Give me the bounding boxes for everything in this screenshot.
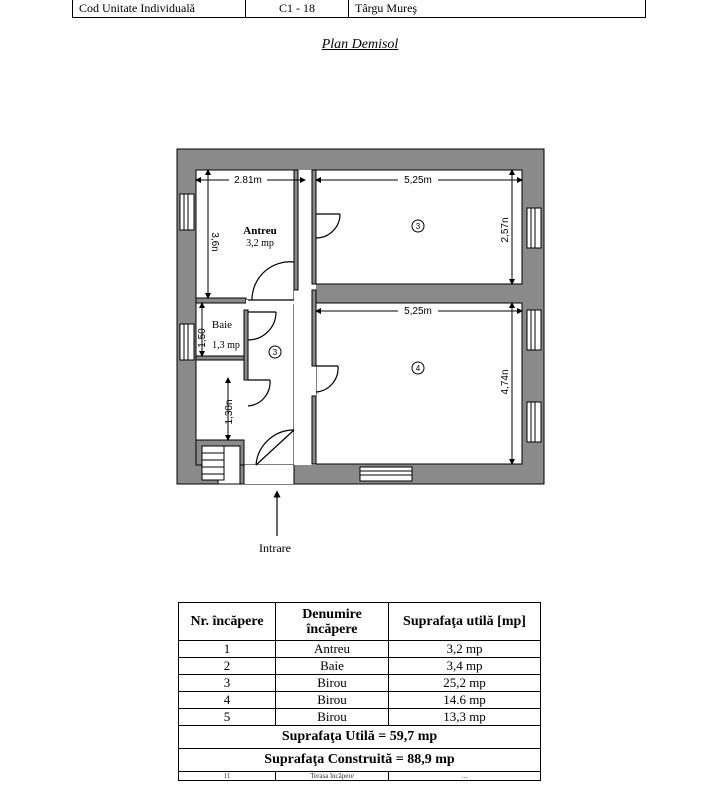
- col-header-area: Suprafaţa utilă [mp]: [388, 602, 541, 641]
- table-row: 4 Birou 14.6 mp: [178, 691, 541, 709]
- table-row: 2 Baie 3,4 mp: [178, 657, 541, 675]
- stairs: [201, 445, 225, 481]
- plan-title: Plan Demisol: [321, 37, 399, 52]
- table-row: 3 Birou 25,2 mp: [178, 674, 541, 692]
- windows: [179, 193, 542, 482]
- total-usable-area: Suprafaţa Utilă = 59,7 mp: [178, 725, 541, 749]
- room-area-antreu: 3,2 mp: [246, 238, 274, 249]
- table-row: 1 Antreu 3,2 mp: [178, 640, 541, 658]
- entrance-label: Intrare: [259, 541, 291, 555]
- doors: [247, 213, 341, 466]
- total-built-area: Suprafaţa Construită = 88,9 mp: [178, 748, 541, 772]
- dim-room3-height: 2,57n: [500, 217, 511, 242]
- header-table: Cod Unitate Individuală C1 - 18 Târgu Mu…: [72, 0, 646, 18]
- header-label: Cod Unitate Individuală: [72, 0, 246, 18]
- room-markers: 3 3 4: [268, 219, 425, 375]
- dim-baie-height: 1,50: [197, 328, 208, 348]
- header-city: Târgu Mureş: [348, 0, 646, 18]
- col-header-nr: Nr. încăpere: [178, 602, 276, 641]
- area-table: Nr. încăpere Denumire încăpere Suprafaţa…: [178, 602, 541, 781]
- marker-room4: 4: [416, 364, 421, 373]
- col-header-name: Denumire încăpere: [275, 602, 389, 641]
- table-row-partial: 11 Terasa încăpere ...: [178, 771, 541, 781]
- marker-hall: 3: [273, 348, 278, 357]
- marker-room3: 3: [416, 222, 421, 231]
- room-label-antreu: Antreu: [243, 225, 276, 237]
- dim-room4-height: 4,74n: [500, 369, 511, 394]
- room-area-baie: 1,3 mp: [212, 340, 240, 351]
- table-row: 5 Birou 13,3 mp: [178, 708, 541, 726]
- dim-closet-height: 1,30n: [224, 399, 235, 424]
- room-label-baie: Baie: [212, 319, 232, 331]
- dim-antreu-height: 3,6n: [209, 232, 220, 251]
- outer-walls: [176, 148, 545, 485]
- dim-room4-width: 5,25m: [404, 306, 432, 317]
- dim-room3-width: 5,25m: [404, 175, 432, 186]
- dim-antreu-width: 2.81m: [234, 175, 262, 186]
